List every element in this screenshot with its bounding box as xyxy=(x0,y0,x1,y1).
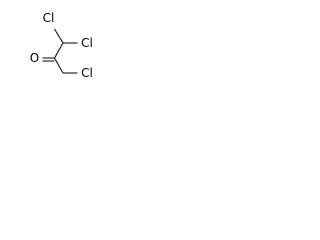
bond-carbonyl-ch2 xyxy=(54,57,64,74)
chlorine-label-bottom: Cl xyxy=(81,66,93,80)
chlorine-label-top-left: Cl xyxy=(43,11,55,25)
oxygen-label: O xyxy=(30,51,39,65)
structural-formula: Cl Cl O Cl xyxy=(30,11,93,80)
bond-chcl2-cl-left xyxy=(54,28,64,44)
bond-chcl2-carbonyl xyxy=(54,42,64,59)
chlorine-label-top-right: Cl xyxy=(81,36,93,50)
